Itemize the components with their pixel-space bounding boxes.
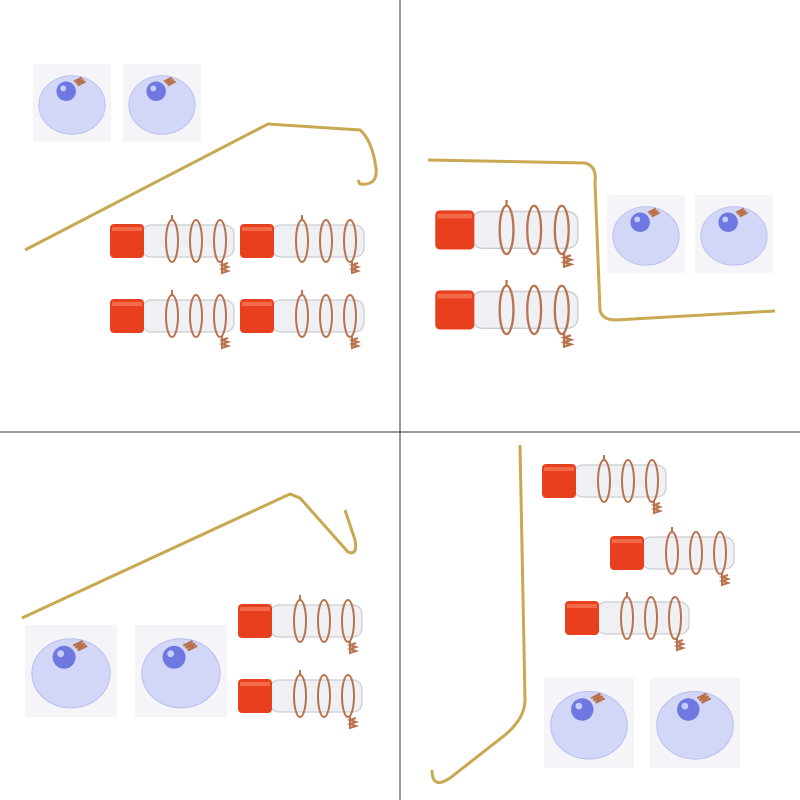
suction-cup-image	[607, 195, 685, 273]
feeder-tube-image	[610, 527, 735, 586]
feeder-tube-image	[240, 290, 365, 349]
brass-wire-hanger	[21, 492, 358, 620]
feeder-tube-image	[238, 670, 363, 729]
feeder-tube-image	[542, 455, 667, 514]
brass-wire-hanger	[430, 444, 527, 784]
panel-top-right	[427, 158, 776, 348]
feeder-tube-image	[435, 280, 580, 348]
feeder-tube-image	[238, 595, 363, 654]
brass-wire-hanger	[24, 122, 378, 252]
panel-bottom-left	[21, 492, 363, 729]
feeder-tube-image	[565, 592, 690, 651]
brass-wire-hanger	[427, 158, 776, 322]
suction-cup-image	[542, 678, 636, 768]
suction-cup-image	[648, 678, 742, 768]
suction-cup-image	[33, 64, 111, 142]
panel-bottom-right	[430, 444, 742, 784]
feeder-tube-image	[110, 215, 235, 274]
suction-cup-image	[133, 625, 229, 717]
panel-top-left	[24, 64, 378, 349]
feeder-tube-image	[435, 200, 580, 268]
suction-cup-image	[23, 625, 119, 717]
suction-cup-image	[695, 195, 773, 273]
suction-cup-image	[123, 64, 201, 142]
feeder-tube-image	[110, 290, 235, 349]
feeder-tube-image	[240, 215, 365, 274]
